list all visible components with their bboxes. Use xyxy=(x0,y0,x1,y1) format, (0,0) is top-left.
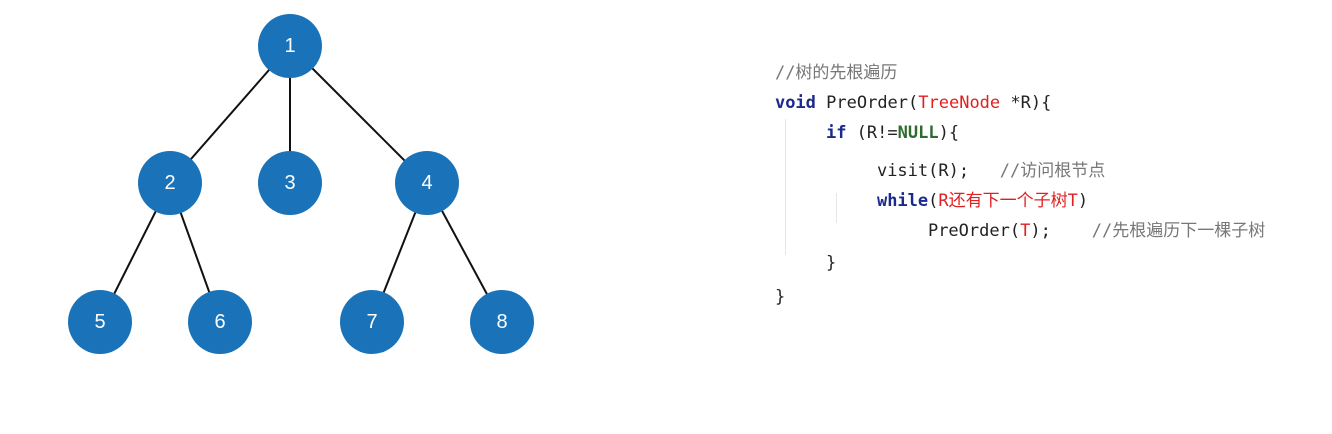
recursive-call-end: ); xyxy=(1030,221,1051,241)
code-comment: //树的先根遍历 xyxy=(774,63,898,83)
tree-node-circle xyxy=(470,290,534,354)
indent-guide xyxy=(836,193,837,223)
tree-node-circle xyxy=(395,151,459,215)
keyword-null: NULL xyxy=(897,123,939,143)
if-tail: ){ xyxy=(938,123,960,143)
tree-node-8: 8 xyxy=(470,290,534,354)
code-line-comment-title: //树的先根遍历 xyxy=(734,33,897,83)
while-close: ) xyxy=(1077,191,1089,211)
tree-node-2: 2 xyxy=(138,151,202,215)
keyword-void: void xyxy=(774,93,816,113)
indent-guide xyxy=(785,119,786,255)
code-line-if: if (R!=NULL){ xyxy=(785,93,959,143)
visit-statement: visit(R); xyxy=(876,161,970,181)
tree-nodes: 1 2 3 4 5 6 7 8 xyxy=(68,14,534,354)
if-condition: (R!= xyxy=(846,123,898,143)
type-name: TreeNode xyxy=(918,93,1001,113)
tree-node-circle xyxy=(188,290,252,354)
tree-node-7: 7 xyxy=(340,290,404,354)
code-line-recursive-call: PreOrder(T); //先根遍历下一棵子树 xyxy=(887,191,1265,241)
tree-node-circle xyxy=(68,290,132,354)
tree-node-4: 4 xyxy=(395,151,459,215)
code-line-while: while(R还有下一个子树T) xyxy=(836,161,1088,211)
tree-node-1: 1 xyxy=(258,14,322,78)
while-condition: R还有下一个子树T xyxy=(938,191,1078,211)
code-comment: //先根遍历下一棵子树 xyxy=(1091,221,1266,241)
recursive-call: PreOrder( xyxy=(927,221,1021,241)
tree-edge-1-4 xyxy=(289,45,428,184)
keyword-if: if xyxy=(825,123,847,143)
function-name: PreOrder( xyxy=(815,93,919,113)
closing-brace: } xyxy=(774,287,786,307)
tree-node-circle xyxy=(258,14,322,78)
tree-node-circle xyxy=(340,290,404,354)
code-panel: //树的先根遍历 void PreOrder(TreeNode *R){ if … xyxy=(734,33,1324,307)
tree-node-label: 2 xyxy=(164,172,175,194)
param-tail: *R){ xyxy=(1000,93,1052,113)
tree-node-6: 6 xyxy=(188,290,252,354)
tree-node-3: 3 xyxy=(258,151,322,215)
tree-node-label: 8 xyxy=(496,311,507,333)
call-argument: T xyxy=(1020,221,1031,241)
code-line-function-signature: void PreOrder(TreeNode *R){ xyxy=(734,63,1051,113)
keyword-while: while xyxy=(876,191,929,211)
tree-node-label: 4 xyxy=(421,172,432,194)
tree-node-label: 3 xyxy=(284,172,295,194)
code-line-close-if: } xyxy=(785,223,836,273)
tree-node-circle xyxy=(258,151,322,215)
tree-node-label: 1 xyxy=(284,35,295,57)
tree-node-5: 5 xyxy=(68,290,132,354)
while-open: ( xyxy=(928,191,939,211)
code-comment: //访问根节点 xyxy=(999,161,1106,181)
tree-node-circle xyxy=(138,151,202,215)
code-line-visit: visit(R); //访问根节点 xyxy=(836,131,1105,181)
tree-node-label: 5 xyxy=(94,311,105,333)
closing-brace: } xyxy=(825,253,837,273)
tree-diagram: 1 2 3 4 5 6 7 8 xyxy=(68,14,534,354)
tree-node-label: 7 xyxy=(366,311,377,333)
code-line-close-function: } xyxy=(734,257,785,307)
tree-node-label: 6 xyxy=(214,311,225,333)
